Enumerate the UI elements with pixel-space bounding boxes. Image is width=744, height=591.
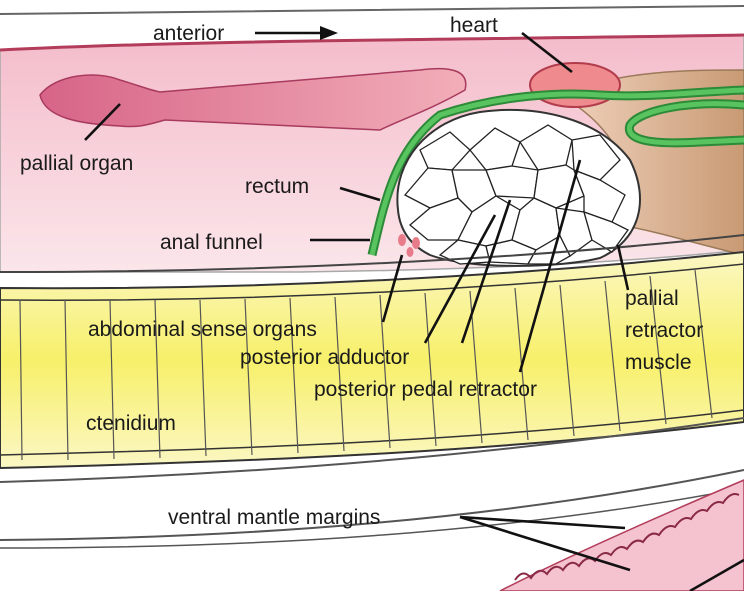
label-posterior-adductor: posterior adductor: [240, 346, 409, 369]
label-posterior-pedal-retractor: posterior pedal retractor: [314, 378, 537, 401]
mantle-margin-inner: [0, 487, 744, 549]
ctenidium-shape: [0, 250, 744, 470]
abdominal-sense-organs-shape: [398, 234, 420, 257]
mantle-margin-lower: [0, 469, 744, 541]
label-pallial-retractor-line1: pallial: [625, 287, 679, 310]
leader-lines: [84, 26, 631, 572]
pallial-organ-shape: [39, 67, 467, 131]
heart-shape: [529, 62, 621, 108]
mantle-gill-divider: [0, 234, 744, 273]
label-ctenidium: ctenidium: [86, 412, 176, 435]
mantle-wavy-edge: [514, 493, 740, 581]
label-abdominal-sense-organs: abdominal sense organs: [88, 318, 317, 341]
intestine-highlight: [369, 87, 744, 256]
label-ventral-mantle-margins: ventral mantle margins: [168, 506, 380, 529]
label-anal-funnel: anal funnel: [160, 231, 263, 254]
label-pallial-organ: pallial organ: [20, 152, 133, 175]
mantle-outline-inner: [0, 33, 744, 52]
mantle-edge-line: [689, 558, 744, 591]
mantle-outline-top: [0, 5, 744, 15]
label-heart: heart: [450, 14, 498, 37]
intestine-loop-highlight: [626, 101, 744, 146]
posterior-adductor-muscle: [396, 109, 641, 267]
label-rectum: rectum: [245, 175, 309, 198]
label-pallial-retractor-line3: muscle: [625, 351, 692, 374]
label-anterior: anterior: [153, 22, 224, 45]
label-pallial-retractor-line2: retractor: [625, 319, 703, 342]
ventral-mantle-fold: [499, 479, 744, 591]
mantle-margin-upper: [0, 417, 744, 483]
